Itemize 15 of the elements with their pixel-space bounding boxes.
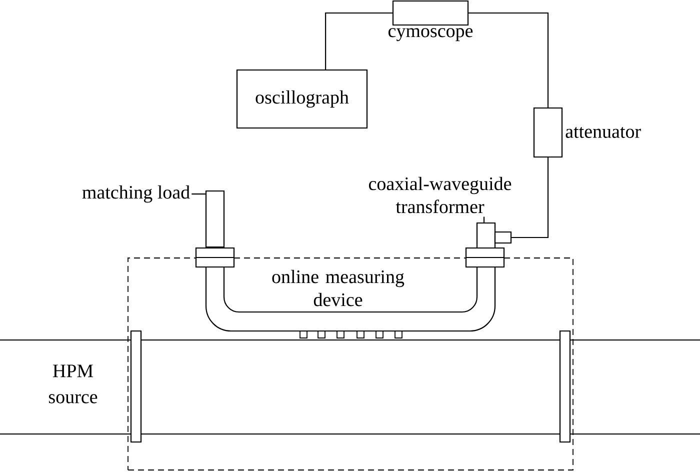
node-label: cymoscope — [388, 28, 473, 42]
load-tube — [205, 190, 225, 248]
source-label: HPM source — [49, 364, 98, 404]
cable-line — [468, 12, 549, 108]
cable-line — [512, 158, 549, 238]
oscillograph-box: oscillograph — [236, 69, 368, 129]
attenuator-box: attenuator — [533, 107, 641, 158]
part-label: coaxial-waveguide transformer — [368, 176, 512, 214]
dashed-region: online measuring device — [128, 258, 574, 470]
cable-line — [325, 12, 392, 70]
part-label: matching load — [82, 185, 190, 203]
leader-line — [483, 216, 485, 222]
cymoscope-box: cymoscope — [388, 0, 473, 42]
node-label: attenuator — [566, 127, 641, 138]
leader-line — [192, 193, 206, 195]
